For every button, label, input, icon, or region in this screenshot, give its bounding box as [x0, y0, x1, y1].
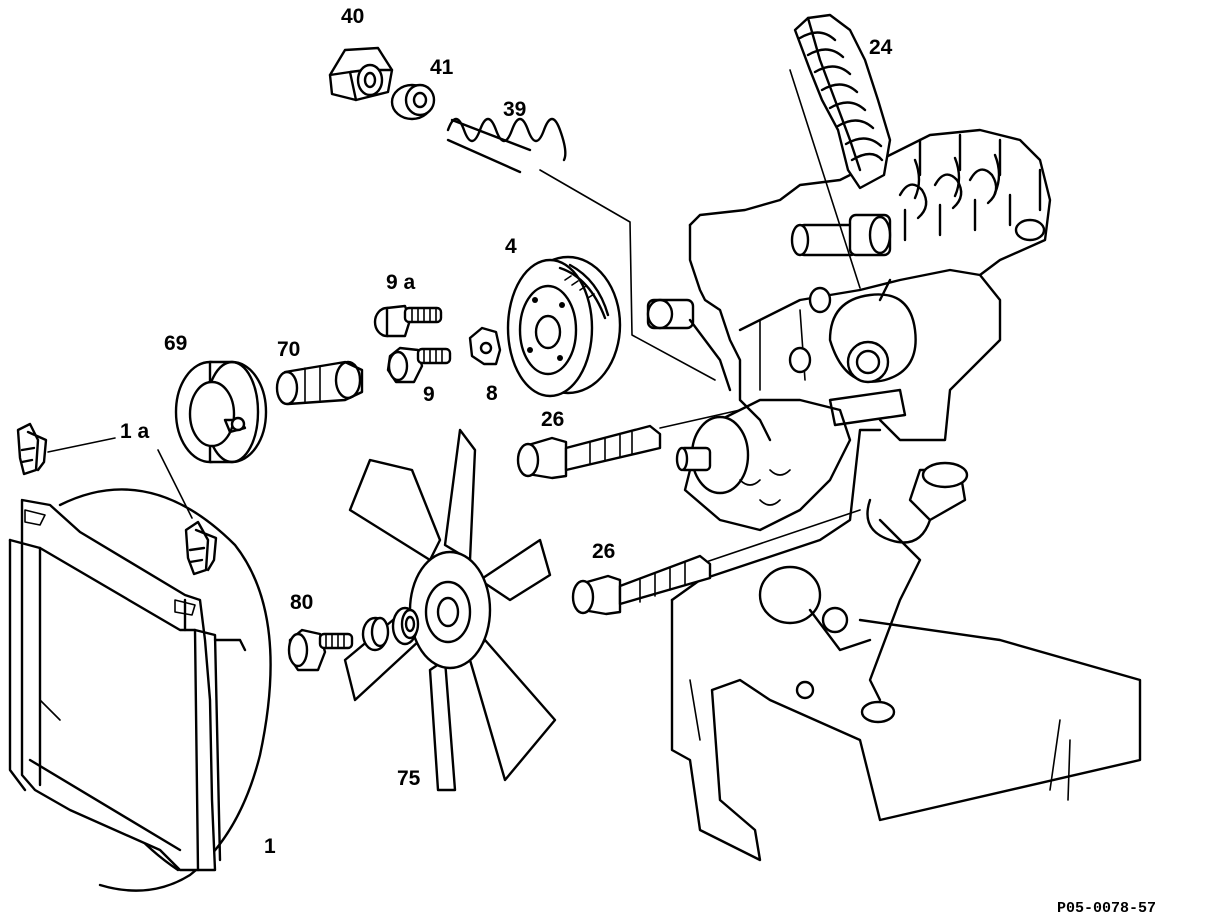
callout-9: 9: [423, 383, 435, 406]
fan-shroud-part-1: [8, 488, 272, 892]
lock-plate-part-8: [468, 326, 502, 366]
sleeve-part-70: [275, 360, 364, 406]
figure-reference-code: P05-0078-57: [1057, 900, 1157, 917]
leader-line: [539, 169, 716, 381]
callout-80: 80: [290, 591, 314, 614]
engine-block: [646, 128, 1142, 862]
callout-69: 69: [164, 332, 188, 355]
bolt-part-26-lower: [571, 554, 712, 616]
washer-part-80a: [361, 616, 390, 652]
callout-75: 75: [397, 767, 421, 790]
leader-line: [47, 437, 116, 453]
callout-26-lower: 26: [592, 540, 616, 563]
washer-part-80b: [391, 606, 420, 646]
callout-24: 24: [869, 36, 893, 59]
leader-line: [659, 409, 741, 429]
bolt-part-26-upper: [516, 424, 662, 480]
clip-part-1a-lower: [184, 520, 218, 576]
callout-41: 41: [430, 56, 454, 79]
callout-70: 70: [277, 338, 301, 361]
bolt-part-9: [386, 346, 452, 384]
callout-8: 8: [486, 382, 498, 405]
pulley-part-4: [506, 255, 622, 398]
washer-part-41: [390, 83, 436, 121]
callout-39: 39: [503, 98, 527, 121]
bolt-part-80: [287, 628, 354, 672]
fan-part-75: [343, 428, 557, 792]
spring-part-39: [446, 117, 567, 174]
callout-1: 1: [264, 835, 276, 858]
clip-part-1a-upper: [16, 422, 48, 476]
callout-26-upper: 26: [541, 408, 565, 431]
callout-1a: 1 a: [120, 420, 150, 443]
callout-9a: 9 a: [386, 271, 416, 294]
callout-40: 40: [341, 5, 365, 28]
bolt-part-9a: [373, 304, 443, 338]
belt-part-24: [793, 13, 892, 190]
leader-line: [789, 69, 861, 289]
leader-line: [705, 509, 861, 563]
hub-part-69: [174, 360, 268, 464]
callout-4: 4: [505, 235, 517, 258]
nut-part-40: [328, 46, 394, 102]
